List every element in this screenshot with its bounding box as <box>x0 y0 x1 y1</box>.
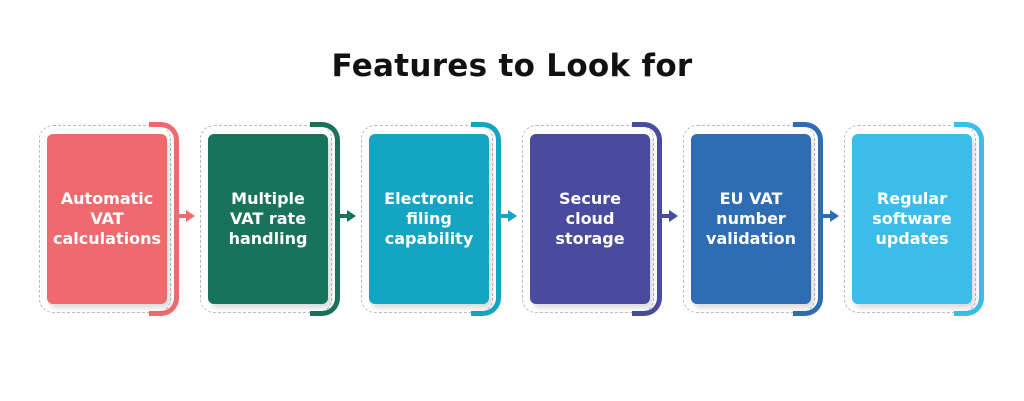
arrow-right-icon <box>660 210 678 222</box>
feature-card: Automatic VAT calculations <box>47 134 167 304</box>
feature-step: Electronic filing capability <box>361 122 517 318</box>
bracket-accent <box>793 122 823 316</box>
feature-step: Multiple VAT rate handling <box>200 122 356 318</box>
feature-label: Regular software updates <box>872 189 952 248</box>
feature-step: Secure cloud storage <box>522 122 678 318</box>
feature-card: Secure cloud storage <box>530 134 650 304</box>
arrow-right-icon <box>177 210 195 222</box>
arrow-right-icon <box>499 210 517 222</box>
feature-label: Multiple VAT rate handling <box>228 189 308 248</box>
diagram-title: Features to Look for <box>331 48 693 84</box>
dashed-frame <box>844 125 976 313</box>
dashed-frame <box>39 125 171 313</box>
feature-card: EU VAT number validation <box>691 134 811 304</box>
bracket-accent <box>149 122 179 316</box>
feature-card: Multiple VAT rate handling <box>208 134 328 304</box>
bracket-accent <box>310 122 340 316</box>
bracket-accent <box>954 122 984 316</box>
arrow-right-icon <box>338 210 356 222</box>
arrow-right-icon <box>821 210 839 222</box>
feature-label: Secure cloud storage <box>555 189 625 248</box>
feature-step: Regular software updates <box>844 122 994 318</box>
dashed-frame <box>522 125 654 313</box>
feature-step: Automatic VAT calculations <box>39 122 195 318</box>
feature-label: Automatic VAT calculations <box>53 189 161 248</box>
feature-card: Regular software updates <box>852 134 972 304</box>
feature-card: Electronic filing capability <box>369 134 489 304</box>
dashed-frame <box>361 125 493 313</box>
bracket-accent <box>632 122 662 316</box>
feature-label: EU VAT number validation <box>706 189 796 248</box>
bracket-accent <box>471 122 501 316</box>
dashed-frame <box>200 125 332 313</box>
dashed-frame <box>683 125 815 313</box>
feature-step: EU VAT number validation <box>683 122 839 318</box>
feature-label: Electronic filing capability <box>384 189 474 248</box>
